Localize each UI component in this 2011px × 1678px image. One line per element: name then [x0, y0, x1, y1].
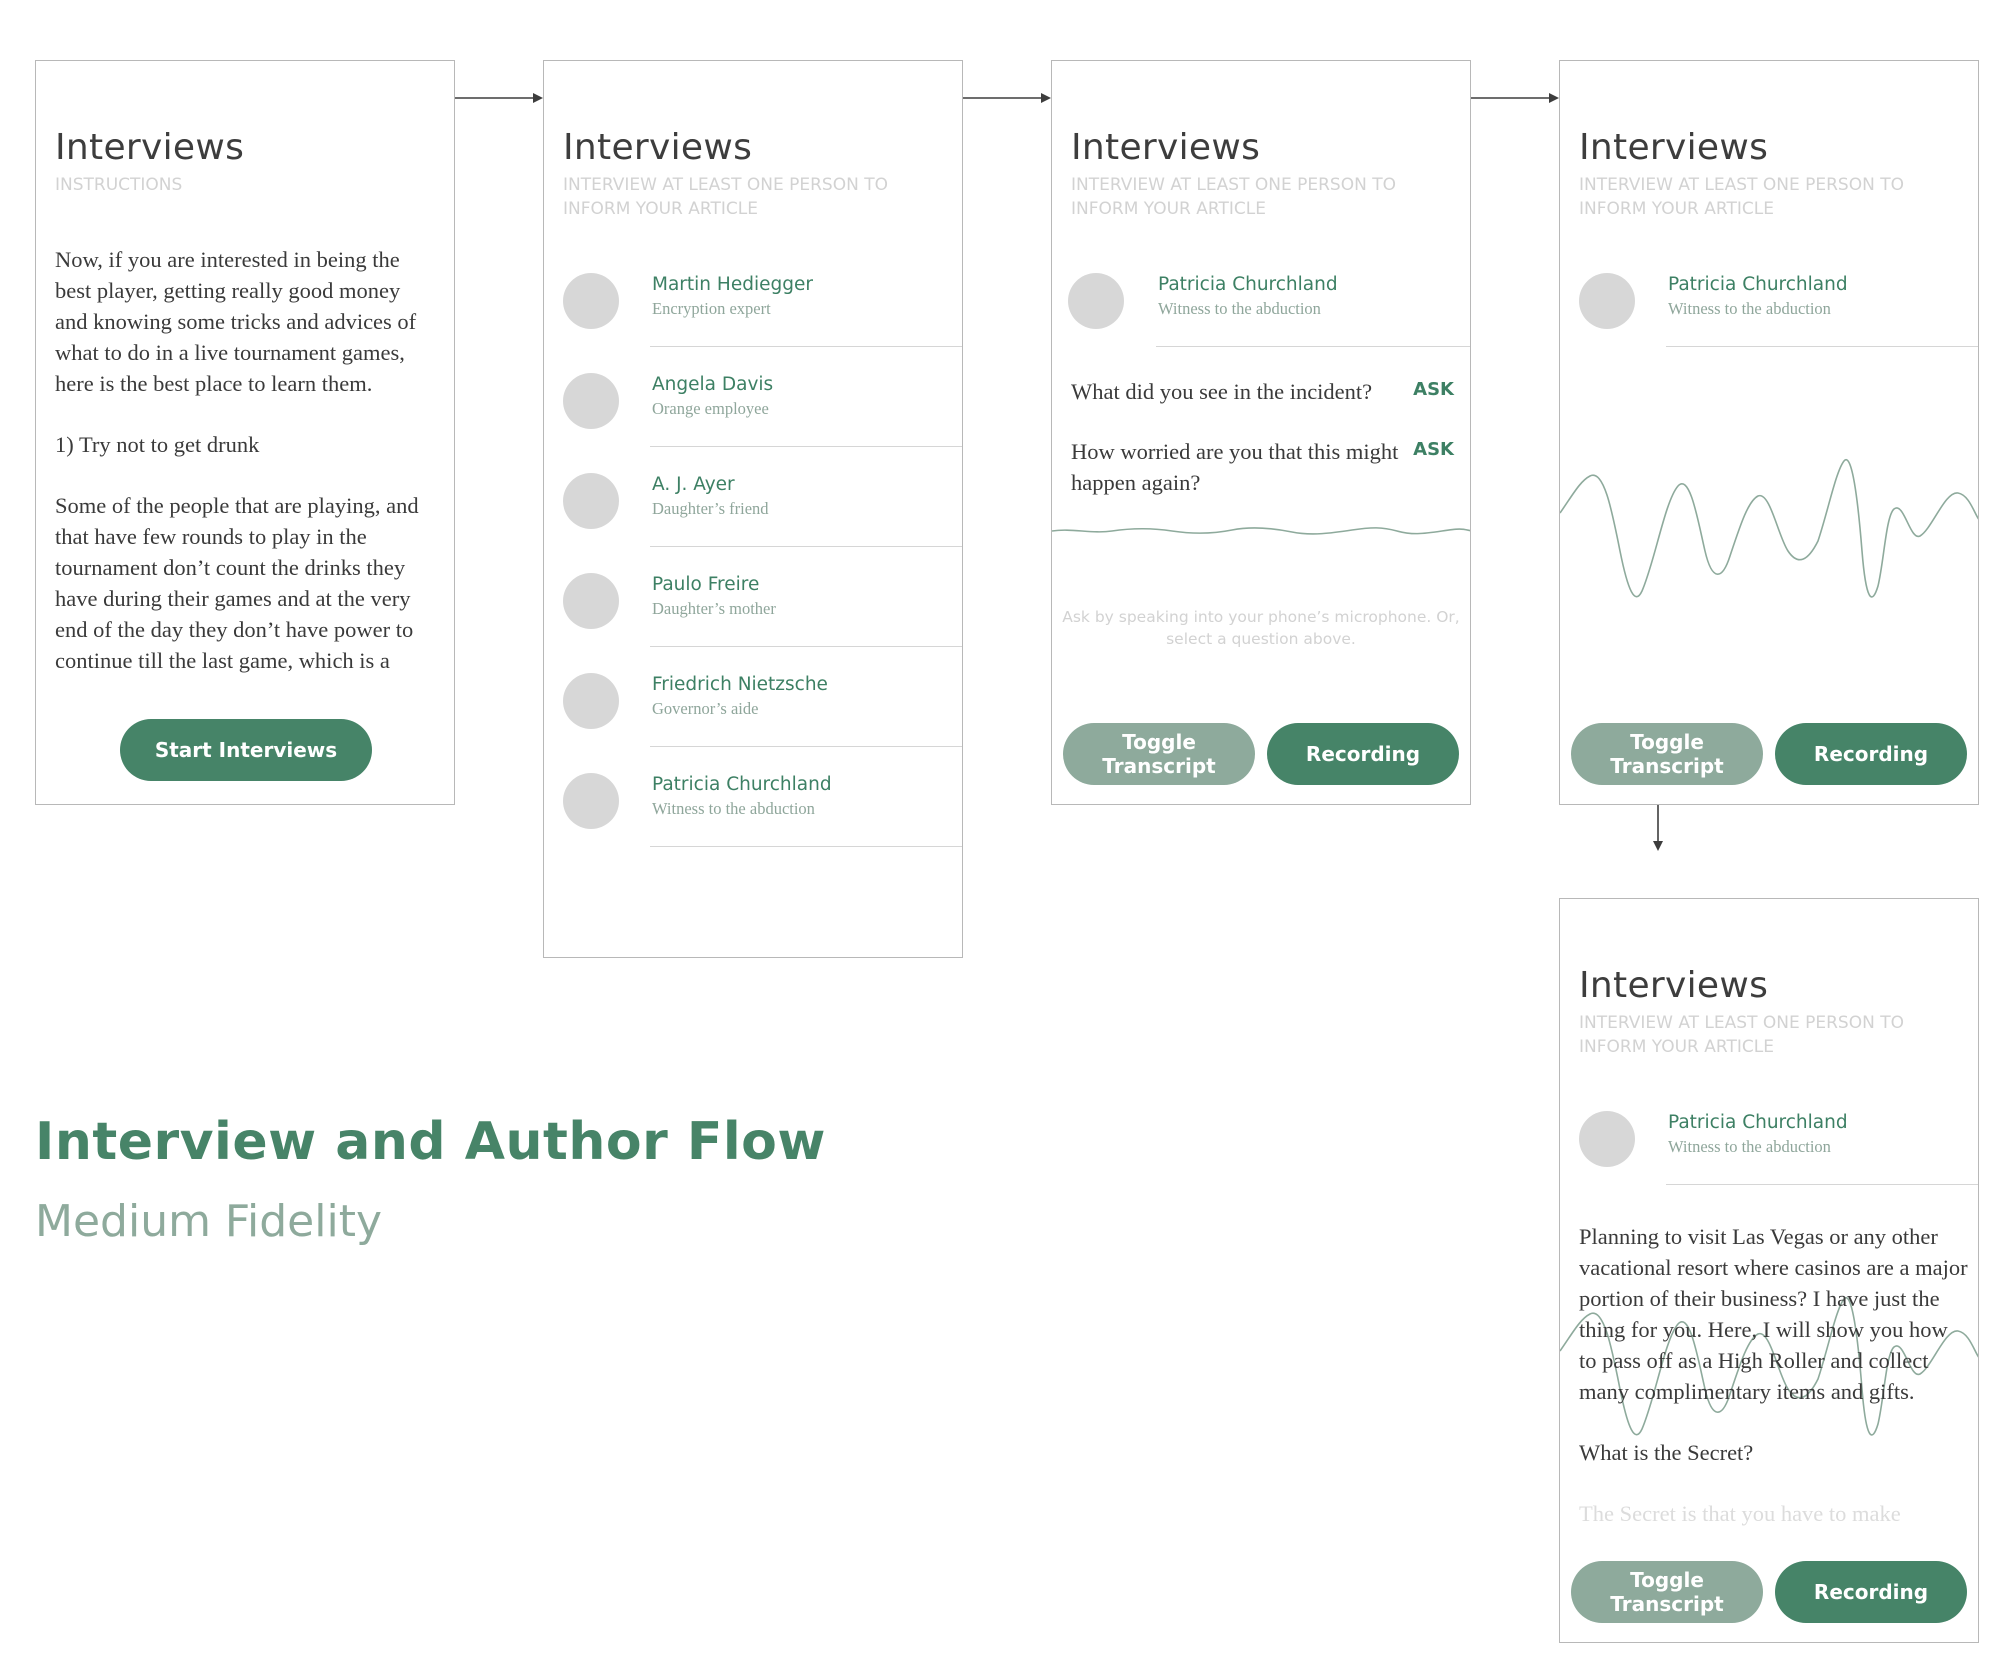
divider [650, 546, 962, 547]
divider [650, 446, 962, 447]
divider [650, 646, 962, 647]
instructions-paragraph: 1) Try not to get drunk [55, 432, 260, 457]
screen-subtitle: INTERVIEW AT LEAST ONE PERSON TO INFORM … [1071, 175, 1396, 219]
screen-title: Interviews [563, 127, 753, 168]
screen-subtitle: INTERVIEW AT LEAST ONE PERSON TO INFORM … [563, 175, 888, 219]
person-role: Daughter’s mother [652, 599, 776, 618]
screen-questions: Interviews INTERVIEW AT LEAST ONE PERSON… [1051, 60, 1471, 805]
avatar [1068, 273, 1124, 329]
instructions-paragraph: Some of the people that are playing, and… [55, 493, 419, 673]
person-role: Witness to the abduction [652, 799, 815, 818]
transcript-paragraph: Planning to visit Las Vegas or any other… [1579, 1224, 1968, 1404]
avatar [563, 573, 619, 629]
screen-transcript: Interviews INTERVIEW AT LEAST ONE PERSON… [1559, 898, 1979, 1643]
person-role: Witness to the abduction [1158, 299, 1321, 318]
microphone-hint: Ask by speaking into your phone’s microp… [1062, 608, 1460, 648]
recording-button[interactable]: Recording [1775, 723, 1967, 785]
audio-waveform-background [1560, 1296, 1978, 1436]
person-name: Patricia Churchland [1668, 1112, 1848, 1133]
person-name: Angela Davis [652, 374, 774, 395]
transcript-paragraph: What is the Secret? [1579, 1440, 1754, 1465]
avatar [563, 673, 619, 729]
audio-waveform-idle [1052, 527, 1470, 535]
avatar [1579, 273, 1635, 329]
person-role: Daughter’s friend [652, 499, 769, 518]
person-name: Friedrich Nietzsche [652, 674, 828, 695]
person-name: Patricia Churchland [652, 774, 832, 795]
person-name: Patricia Churchland [1158, 274, 1338, 295]
person-name: Patricia Churchland [1668, 274, 1848, 295]
person-role: Governor’s aide [652, 699, 759, 718]
instructions-body: Now, if you are interested in being the … [55, 244, 435, 706]
person-name: Paulo Freire [652, 574, 760, 595]
screen-title: Interviews [1071, 127, 1261, 168]
flow-arrow-down-icon [1653, 805, 1663, 851]
toggle-transcript-button[interactable]: Toggle Transcript [1063, 723, 1255, 785]
flow-arrow-right-icon [963, 93, 1051, 103]
recording-button[interactable]: Recording [1775, 1561, 1967, 1623]
recording-button[interactable]: Recording [1267, 723, 1459, 785]
text-fade [36, 681, 454, 701]
screen-subtitle: INTERVIEW AT LEAST ONE PERSON TO INFORM … [1579, 1013, 1904, 1057]
transcript-paragraph: The Secret is that you have to make [1579, 1501, 1901, 1526]
avatar [563, 373, 619, 429]
toggle-transcript-button[interactable]: Toggle Transcript [1571, 723, 1763, 785]
flow-arrow-right-icon [1471, 93, 1559, 103]
person-name: A. J. Ayer [652, 474, 735, 495]
screen-subtitle: INTERVIEW AT LEAST ONE PERSON TO INFORM … [1579, 175, 1904, 219]
screen-subtitle: INSTRUCTIONS [55, 175, 183, 195]
divider [650, 846, 962, 847]
ask-button[interactable]: ASK [1413, 439, 1454, 460]
divider [650, 746, 962, 747]
divider [1666, 346, 1978, 347]
flow-title: Interview and Author Flow [35, 1112, 826, 1172]
person-role: Witness to the abduction [1668, 299, 1831, 318]
start-interviews-button[interactable]: Start Interviews [120, 719, 372, 781]
question-text[interactable]: How worried are you that this might happ… [1071, 439, 1399, 495]
flow-arrow-right-icon [455, 93, 543, 103]
avatar [563, 473, 619, 529]
avatar [563, 273, 619, 329]
toggle-transcript-button[interactable]: Toggle Transcript [1571, 1561, 1763, 1623]
audio-waveform-active [1560, 458, 1978, 598]
avatar [563, 773, 619, 829]
flow-subtitle: Medium Fidelity [35, 1196, 382, 1247]
transcript-body: Planning to visit Las Vegas or any other… [1579, 1221, 1969, 1559]
instructions-paragraph: Now, if you are interested in being the … [55, 247, 417, 396]
divider [1666, 1184, 1978, 1185]
ask-button[interactable]: ASK [1413, 379, 1454, 400]
avatar [1579, 1111, 1635, 1167]
screen-title: Interviews [1579, 965, 1769, 1006]
screen-recording: Interviews INTERVIEW AT LEAST ONE PERSON… [1559, 60, 1979, 805]
divider [650, 346, 962, 347]
person-role: Witness to the abduction [1668, 1137, 1831, 1156]
screen-title: Interviews [55, 127, 245, 168]
screen-title: Interviews [1579, 127, 1769, 168]
person-role: Orange employee [652, 399, 769, 418]
screen-people-list: Interviews INTERVIEW AT LEAST ONE PERSON… [543, 60, 963, 958]
question-text[interactable]: What did you see in the incident? [1071, 379, 1373, 404]
divider [1156, 346, 1470, 347]
person-role: Encryption expert [652, 299, 771, 318]
screen-instructions: Interviews INSTRUCTIONS Now, if you are … [35, 60, 455, 805]
person-name: Martin Hediegger [652, 274, 813, 295]
